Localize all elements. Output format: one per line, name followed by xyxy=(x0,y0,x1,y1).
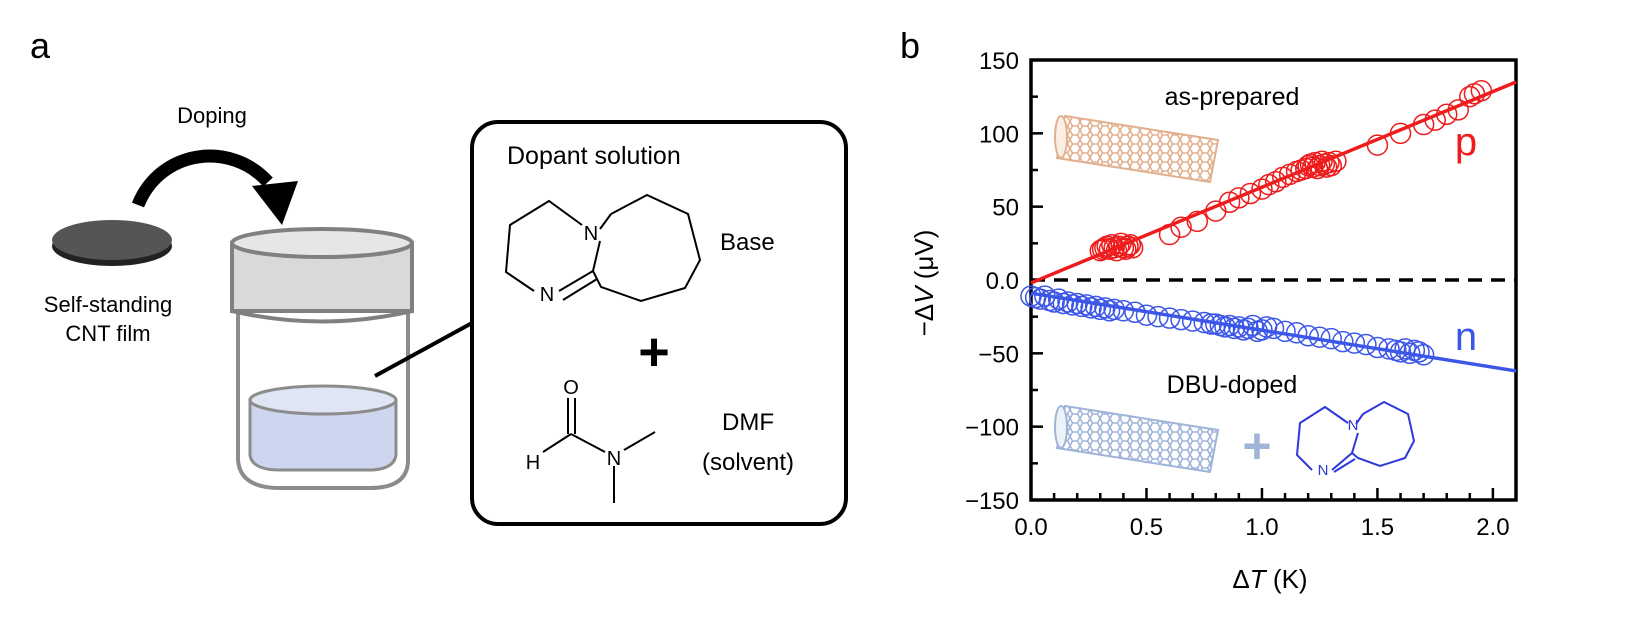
p-data-point xyxy=(1311,150,1333,172)
dopant-solution-liquid xyxy=(248,398,398,472)
dopant-solution-box xyxy=(470,120,848,526)
p-data-point xyxy=(1320,154,1342,177)
n-data-point xyxy=(1262,317,1285,340)
p-data-point xyxy=(1265,170,1287,193)
dbu-atom-n1: N xyxy=(584,223,598,245)
dbu-structure xyxy=(504,193,702,303)
annotation-dbu-doped: DBU-doped xyxy=(1167,371,1298,399)
plus-sign: + xyxy=(638,322,670,382)
series-n xyxy=(1020,285,1517,373)
x-tick-label: 0.0 xyxy=(1014,514,1047,541)
box-title: Dopant solution xyxy=(507,142,681,170)
dmf-structure xyxy=(542,398,656,503)
mini-dbu-atom-n2: N xyxy=(1318,462,1329,479)
n-data-point xyxy=(1285,322,1308,344)
dbu-atom-n2: N xyxy=(540,284,554,306)
y-tick-label: −100 xyxy=(965,415,1019,442)
y-tick-label: −150 xyxy=(965,488,1019,515)
connector-line xyxy=(374,321,473,378)
p-data-point xyxy=(1239,182,1262,205)
x-tick-label: 1.5 xyxy=(1361,514,1394,541)
p-data-point xyxy=(1170,216,1192,238)
annotation-as-prepared: as-prepared xyxy=(1165,83,1300,111)
dmf-atom-o: O xyxy=(563,377,579,399)
doping-label: Doping xyxy=(177,103,247,128)
cnt-film-disc xyxy=(52,220,172,266)
axis-ticks xyxy=(1029,58,1518,502)
plot-plus-sign: + xyxy=(1242,418,1271,474)
dmf-atom-n: N xyxy=(607,448,621,470)
panel-b-label: b xyxy=(900,25,920,66)
n-data-point xyxy=(1043,291,1065,313)
x-tick-label: 1.0 xyxy=(1245,514,1278,541)
series-p xyxy=(1030,80,1517,285)
p-fit-line xyxy=(1030,80,1517,285)
doping-arrow xyxy=(131,149,298,225)
p-data-point xyxy=(1228,187,1250,209)
annotation-p: p xyxy=(1455,120,1477,164)
dmf-label: DMF xyxy=(722,409,774,436)
y-axis-label: −ΔV (μV) xyxy=(909,230,939,337)
tick-labels: 0.0 0.5 1.0 1.5 2.0 150 100 50 0.0 −50 −100 −150 xyxy=(965,48,1510,541)
dmf-atom-h: H xyxy=(526,452,540,474)
p-data-point xyxy=(1218,191,1241,214)
y-tick-label: 100 xyxy=(979,121,1019,148)
p-data-point xyxy=(1251,178,1273,200)
solvent-label: (solvent) xyxy=(702,449,794,476)
panel-a: a Self-standing CNT film Doping Dopant s… xyxy=(30,25,848,526)
y-tick-label: 50 xyxy=(992,195,1019,222)
n-data-point xyxy=(1408,341,1430,363)
p-data-point xyxy=(1186,210,1209,233)
mini-dbu-structure xyxy=(1295,400,1416,473)
base-label: Base xyxy=(720,229,775,256)
n-data-point xyxy=(1029,288,1051,310)
panel-a-label: a xyxy=(30,25,51,66)
x-tick-label: 0.5 xyxy=(1130,514,1163,541)
mini-dbu-atom-n1: N xyxy=(1348,417,1359,434)
film-label-line1: Self-standing xyxy=(44,292,172,317)
x-tick-label: 2.0 xyxy=(1476,514,1509,541)
y-tick-label: −50 xyxy=(978,341,1019,368)
n-data-point xyxy=(1135,304,1158,326)
x-axis-label: ΔT (K) xyxy=(1232,564,1307,594)
film-label-line2: CNT film xyxy=(65,321,150,346)
p-data-point xyxy=(1121,236,1144,259)
y-tick-label: 150 xyxy=(979,48,1019,75)
annotation-n: n xyxy=(1455,315,1477,359)
cnt-doped-illustration xyxy=(1054,404,1220,474)
cnt-asprep-illustration xyxy=(1054,114,1220,184)
n-fit-line xyxy=(1030,291,1517,373)
y-tick-label: 0.0 xyxy=(986,268,1019,295)
vial xyxy=(230,227,414,490)
